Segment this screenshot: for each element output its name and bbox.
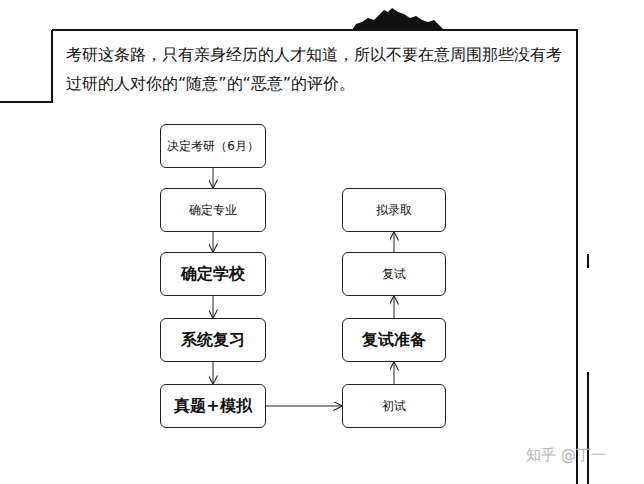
flow-arrow (394, 232, 395, 252)
process-box: 决定考研（6月） (160, 124, 266, 168)
flow-arrow (213, 232, 214, 252)
flow-arrow (213, 168, 214, 188)
box-label: 决定考研（6月） (167, 138, 259, 155)
box-label: 真题+模拟 (174, 396, 251, 417)
box-label: 初试 (382, 398, 406, 415)
box-label: 复试 (382, 266, 406, 283)
process-box: 复试 (342, 252, 446, 296)
process-box: 确定专业 (160, 188, 266, 232)
watermark: 知乎 @丁一 (526, 446, 606, 465)
flow-arrow (394, 296, 395, 318)
frame-border (0, 30, 52, 102)
process-box: 确定学校 (160, 252, 266, 296)
mountain-silhouette (352, 8, 444, 30)
process-box: 系统复习 (160, 318, 266, 362)
flow-arrow (213, 362, 214, 384)
box-label: 确定专业 (189, 202, 237, 219)
box-label: 拟录取 (376, 202, 412, 219)
header-note: 考研这条路，只有亲身经历的人才知道，所以不要在意周围那些没有考过研的人对你的“随… (66, 40, 566, 98)
flow-arrow (394, 362, 395, 384)
process-box: 初试 (342, 384, 446, 428)
process-box: 拟录取 (342, 188, 446, 232)
box-label: 系统复习 (181, 330, 245, 351)
box-label: 复试准备 (362, 330, 426, 351)
process-box: 真题+模拟 (160, 384, 266, 428)
flow-arrow (266, 406, 342, 407)
frame-border (52, 30, 577, 484)
box-label: 确定学校 (181, 264, 245, 285)
process-box: 复试准备 (342, 318, 446, 362)
flow-arrow (213, 296, 214, 318)
